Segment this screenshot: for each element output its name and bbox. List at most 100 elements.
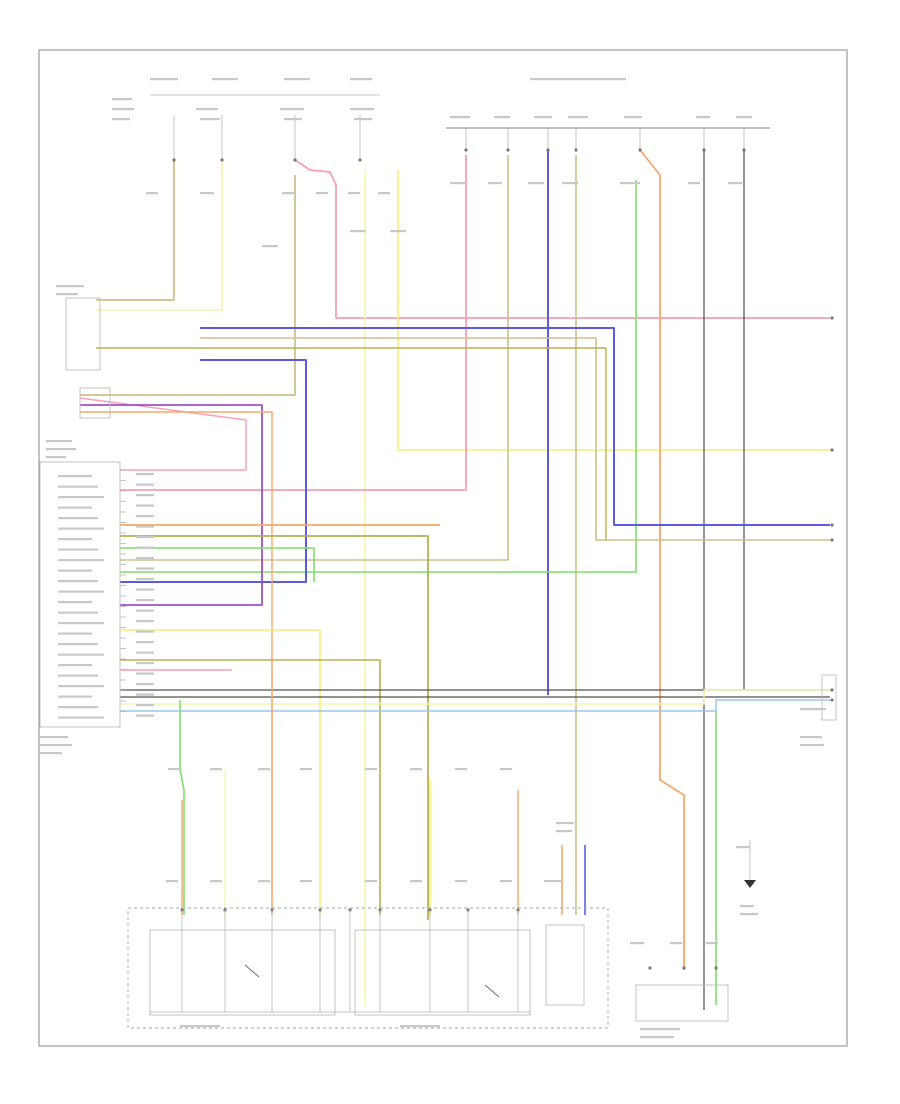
wire-orange-left: [80, 411, 273, 660]
wire-color-label-10: [136, 578, 154, 581]
module-pin-label-3: [58, 506, 92, 509]
label-placeholder-57: [556, 830, 572, 833]
label-placeholder-75: [180, 1025, 220, 1028]
module-pin-label-9: [58, 569, 92, 572]
wire-layer: [79, 149, 830, 1010]
wire-color-label-23: [136, 714, 154, 717]
label-placeholder-62: [210, 880, 222, 883]
right-terminal-5: [830, 698, 834, 702]
wire-color-label-1: [136, 483, 154, 486]
wire-color-label-7: [136, 546, 154, 549]
label-placeholder-41: [46, 456, 66, 459]
label-placeholder-52: [365, 768, 377, 771]
label-placeholder-24: [316, 192, 328, 195]
label-placeholder-44: [800, 744, 824, 747]
fuse-terminal-1: [220, 158, 224, 162]
module-pin-label-1: [58, 485, 98, 488]
label-placeholder-47: [40, 752, 62, 755]
wire-purple: [80, 404, 263, 606]
module-pin-label-14: [58, 622, 104, 625]
reservoir-switch-box: [545, 924, 585, 1006]
sensor-terminal-2: [714, 966, 718, 970]
module-pin-label-18: [58, 664, 92, 667]
ground-symbol-icon: [744, 880, 756, 888]
right-terminal-4: [830, 688, 834, 692]
label-placeholder-28: [488, 182, 502, 185]
label-placeholder-54: [455, 768, 467, 771]
label-placeholder-71: [670, 942, 682, 945]
header-terminal-2: [546, 148, 550, 152]
module-pin-label-22: [58, 706, 98, 709]
label-placeholder-50: [258, 768, 270, 771]
wire-color-label-18: [136, 662, 154, 665]
wire-green-module: [120, 547, 315, 582]
header-terminal-6: [742, 148, 746, 152]
module-pin-label-16: [58, 643, 98, 646]
wire-tan-long: [200, 337, 830, 541]
header-terminal-3: [574, 148, 578, 152]
label-placeholder-42: [800, 708, 826, 711]
left-connector-2: [79, 387, 111, 419]
label-placeholder-16: [534, 116, 552, 119]
module-pin-label-13: [58, 611, 98, 614]
sensor-connector-box: [635, 984, 729, 1022]
wire-ltblue-bus: [120, 699, 830, 712]
label-placeholder-58: [736, 846, 750, 849]
label-placeholder-49: [210, 768, 222, 771]
wire-olive-module: [120, 535, 429, 920]
module-pin-label-15: [58, 632, 92, 635]
label-placeholder-69: [544, 880, 562, 883]
fuse-terminal-2: [293, 158, 297, 162]
fuse-terminal-0: [172, 158, 176, 162]
label-placeholder-35: [350, 230, 366, 233]
module-pin-label-17: [58, 653, 104, 656]
module-pin-label-0: [58, 475, 92, 478]
label-placeholder-13: [530, 78, 626, 81]
structure-layer: [39, 94, 837, 1029]
module-pin-label-10: [58, 580, 98, 583]
wire-color-label-21: [136, 693, 154, 696]
wire-color-label-8: [136, 557, 154, 560]
label-placeholder-15: [494, 116, 510, 119]
label-placeholder-22: [200, 192, 214, 195]
label-placeholder-70: [630, 942, 644, 945]
module-pin-label-20: [58, 685, 104, 688]
wire-color-label-11: [136, 588, 154, 591]
label-placeholder-7: [196, 108, 218, 111]
label-placeholder-40: [46, 448, 76, 451]
module-pin-label-19: [58, 674, 98, 677]
right-terminal-0: [830, 316, 834, 320]
label-placeholder-60: [740, 913, 758, 916]
wire-olive-long: [96, 347, 607, 540]
switch-contact-icon: [244, 964, 260, 978]
label-placeholder-53: [410, 768, 422, 771]
wire-ltyellow-bus: [120, 689, 830, 705]
left-connector: [65, 297, 101, 371]
label-placeholder-34: [262, 245, 278, 248]
label-placeholder-65: [365, 880, 377, 883]
wire-color-label-13: [136, 609, 154, 612]
wire-blue-long: [200, 327, 830, 526]
wire-pink-main: [294, 159, 830, 319]
label-placeholder-8: [200, 118, 220, 121]
label-placeholder-4: [112, 98, 132, 101]
label-placeholder-26: [378, 192, 390, 195]
wire-supply-1: [96, 160, 175, 301]
label-placeholder-36: [390, 230, 406, 233]
label-placeholder-12: [354, 118, 372, 121]
module-pin-label-11: [58, 590, 104, 593]
fuse-terminal-3: [358, 158, 362, 162]
label-placeholder-5: [112, 108, 134, 111]
label-placeholder-21: [146, 192, 158, 195]
control-module-box: [39, 461, 121, 728]
wire-yellow-right: [397, 170, 830, 451]
label-placeholder-2: [284, 78, 310, 81]
module-pin-label-5: [58, 527, 104, 530]
label-placeholder-3: [350, 78, 372, 81]
label-placeholder-32: [688, 182, 700, 185]
wire-color-label-2: [136, 494, 154, 497]
label-placeholder-38: [56, 293, 78, 296]
wire-color-label-3: [136, 504, 154, 507]
